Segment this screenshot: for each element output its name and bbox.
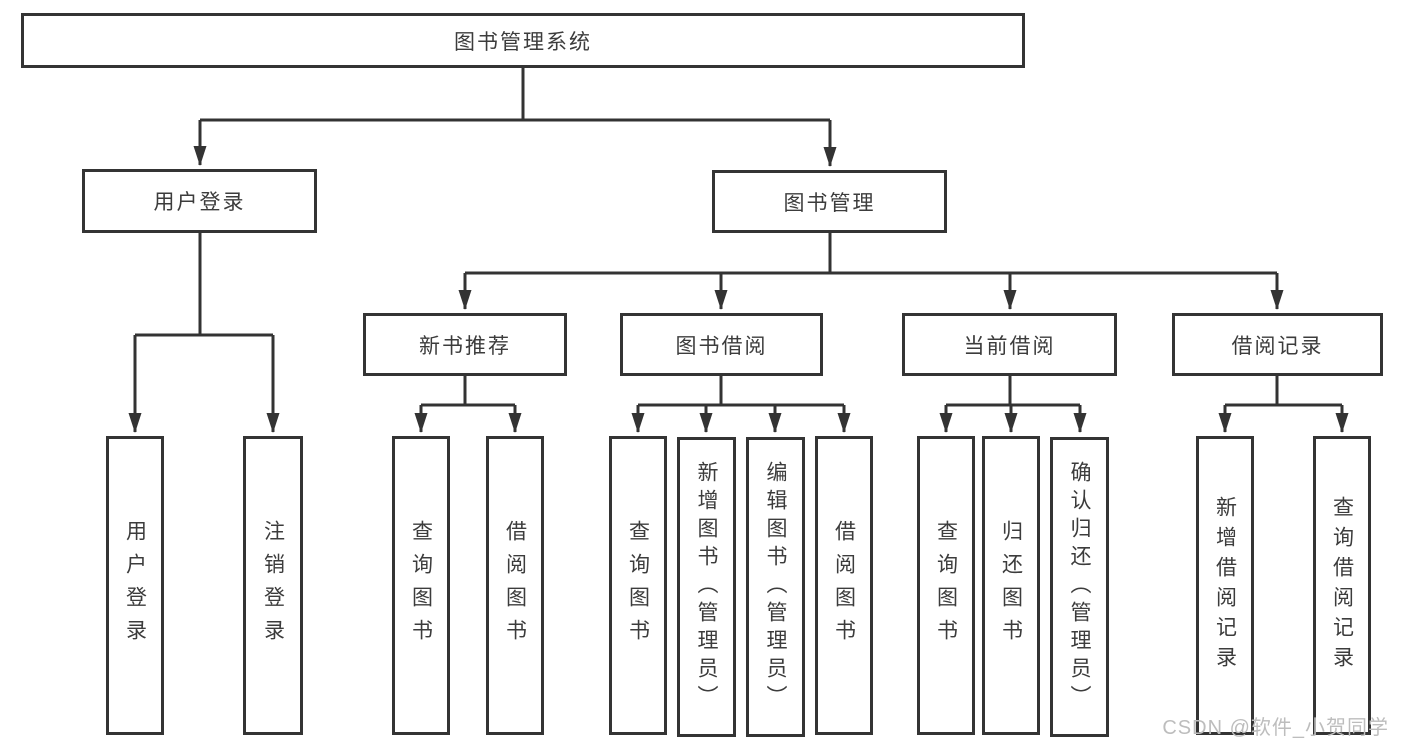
leaf-add-books-admin-label: 新增图书（管理员）	[695, 461, 719, 713]
leaf-query-books-borrow: 查询图书	[609, 436, 667, 735]
leaf-confirm-return-admin-label: 确认归还（管理员）	[1068, 461, 1092, 713]
leaf-query-books-current: 查询图书	[917, 436, 975, 735]
leaf-query-borrow-record: 查询借阅记录	[1313, 436, 1371, 735]
node-root: 图书管理系统	[21, 13, 1025, 68]
node-borrow-records: 借阅记录	[1172, 313, 1383, 376]
watermark: CSDN @软件_小贺同学	[1162, 717, 1389, 739]
leaf-confirm-return-admin: 确认归还（管理员）	[1050, 437, 1109, 737]
leaf-add-borrow-record-label: 新增借阅记录	[1213, 495, 1237, 676]
leaf-query-books-borrow-label: 查询图书	[626, 519, 650, 652]
leaf-add-borrow-record: 新增借阅记录	[1196, 436, 1254, 735]
leaf-borrow-books-recommend-label: 借阅图书	[503, 519, 527, 652]
leaf-borrow-books-recommend: 借阅图书	[486, 436, 544, 735]
leaf-edit-books-admin: 编辑图书（管理员）	[746, 437, 805, 737]
leaf-user-login-label: 用户登录	[123, 519, 147, 652]
leaf-query-borrow-record-label: 查询借阅记录	[1330, 495, 1354, 676]
leaf-edit-books-admin-label: 编辑图书（管理员）	[764, 461, 788, 713]
leaf-query-books-recommend-label: 查询图书	[409, 519, 433, 652]
leaf-query-books-recommend: 查询图书	[392, 436, 450, 735]
leaf-user-login: 用户登录	[106, 436, 164, 735]
leaf-return-books: 归还图书	[982, 436, 1040, 735]
node-book-borrow-label: 图书借阅	[675, 334, 768, 358]
leaf-add-books-admin: 新增图书（管理员）	[677, 437, 736, 737]
node-current-borrow-label: 当前借阅	[963, 334, 1056, 358]
node-current-borrow: 当前借阅	[902, 313, 1117, 376]
node-book-management-label: 图书管理	[783, 191, 876, 215]
node-new-book-recommend-label: 新书推荐	[419, 334, 511, 358]
leaf-logout-label: 注销登录	[261, 519, 285, 652]
node-new-book-recommend: 新书推荐	[363, 313, 567, 376]
leaf-borrow-books-borrow: 借阅图书	[815, 436, 873, 735]
node-book-borrow: 图书借阅	[620, 313, 823, 376]
node-book-management: 图书管理	[712, 170, 947, 233]
leaf-logout: 注销登录	[243, 436, 303, 735]
node-borrow-records-label: 借阅记录	[1231, 334, 1324, 358]
node-root-label: 图书管理系统	[454, 30, 592, 54]
leaf-borrow-books-borrow-label: 借阅图书	[832, 519, 856, 652]
node-user-login-label: 用户登录	[153, 191, 246, 214]
leaf-return-books-label: 归还图书	[999, 519, 1023, 652]
node-user-login: 用户登录	[82, 169, 317, 233]
leaf-query-books-current-label: 查询图书	[934, 519, 958, 652]
